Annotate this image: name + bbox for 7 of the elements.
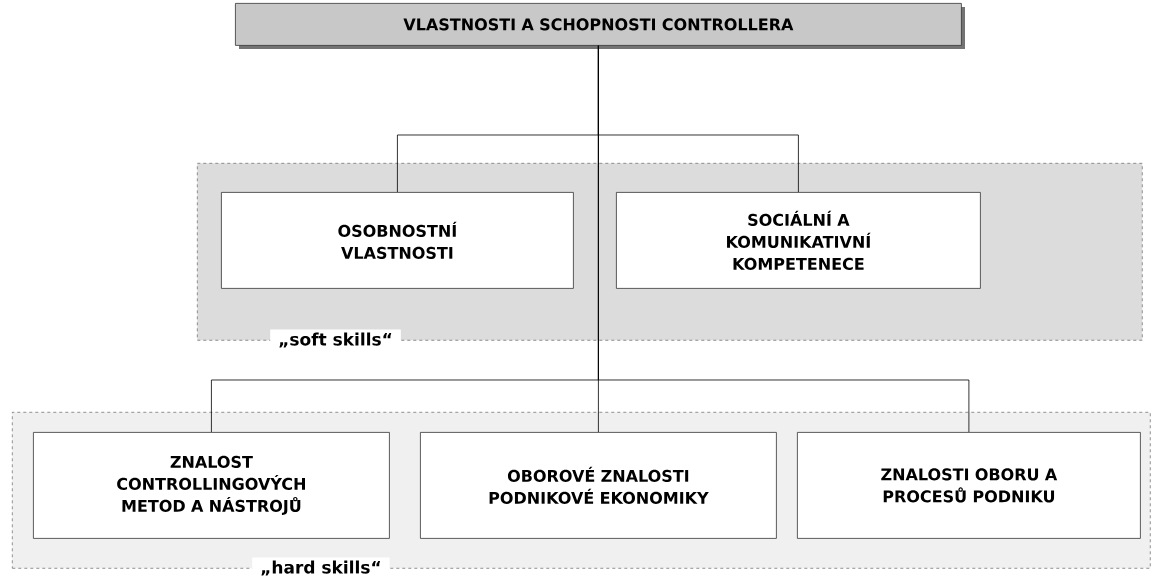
connector-line — [598, 45, 970, 433]
process-box: ZNALOSTI OBORU A PROCESŮ PODNIKU — [797, 432, 1141, 539]
process-box: SOCIÁLNÍ A KOMUNIKATIVNÍ KOMPETENECE — [616, 192, 981, 289]
process-box: OSOBNOSTNÍ VLASTNOSTI — [221, 192, 574, 289]
title-box: VLASTNOSTI A SCHOPNOSTI CONTROLLERA — [235, 3, 965, 49]
process-box: OBOROVÉ ZNALOSTI PODNIKOVÉ EKONOMIKY — [420, 432, 777, 539]
process-box: ZNALOST CONTROLLINGOVÝCH METOD A NÁSTROJŮ — [33, 432, 390, 539]
